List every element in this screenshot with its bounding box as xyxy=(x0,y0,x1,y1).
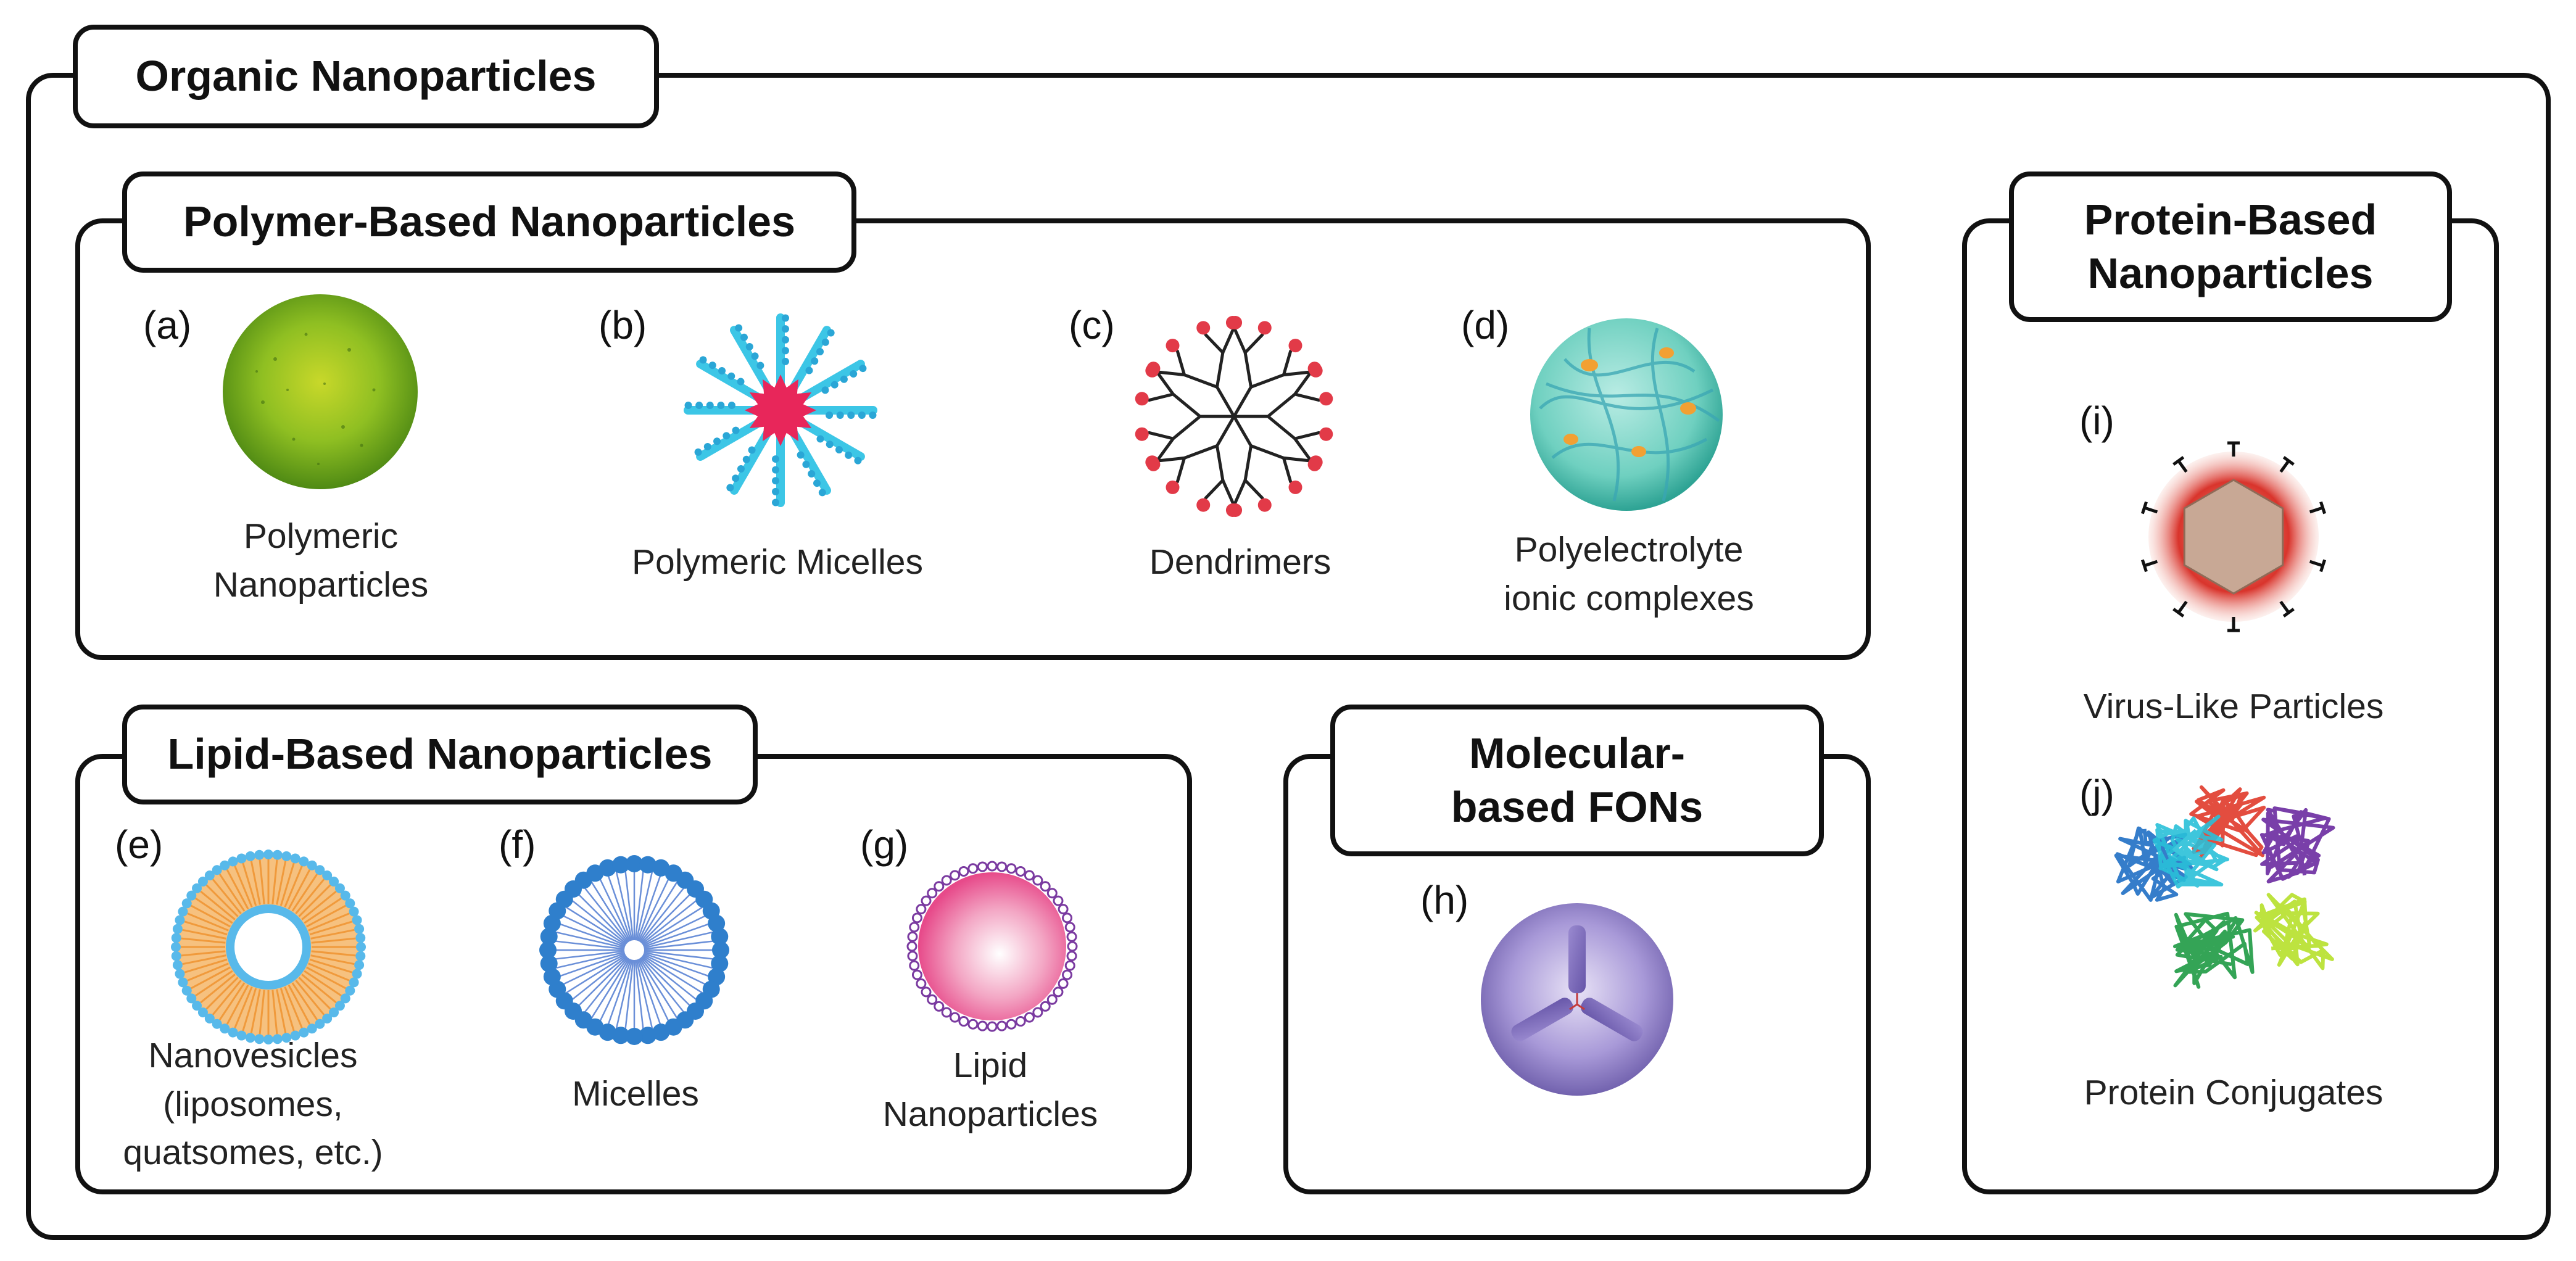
molecular-based-title: Molecular- based FONs xyxy=(1330,705,1824,856)
item-letter-f: (f) xyxy=(499,822,536,867)
green-sphere-icon xyxy=(223,294,418,489)
caption-polymeric-micelles: Polymeric Micelles xyxy=(632,542,923,582)
caption-dendrimers: Dendrimers xyxy=(1149,542,1331,582)
teal-complex-sphere-icon xyxy=(1530,318,1723,511)
antibody-sphere-icon xyxy=(1481,903,1673,1096)
item-letter-j: (j) xyxy=(2079,772,2114,816)
liposome-icon xyxy=(171,850,366,1044)
protein-based-panel xyxy=(1962,218,2499,1194)
protein-conjugate-icon xyxy=(2114,785,2335,989)
item-letter-i: (i) xyxy=(2079,399,2114,443)
protein-based-title: Protein-Based Nanoparticles xyxy=(2009,172,2452,322)
star-micelle-icon xyxy=(684,313,877,507)
caption-polyelectrolyte: Polyelectrolyte ionic complexes xyxy=(1504,530,1754,618)
item-letter-c: (c) xyxy=(1069,303,1115,347)
caption-polymeric-nanoparticles: Polymeric Nanoparticles xyxy=(213,516,429,605)
virus-like-particle-icon xyxy=(2140,441,2327,632)
caption-nanovesicles: Nanovesicles (liposomes, quatsomes, etc.… xyxy=(123,1036,383,1173)
item-letter-e: (e) xyxy=(115,822,164,867)
item-letter-b: (b) xyxy=(598,303,647,347)
caption-virus-like-particles: Virus-Like Particles xyxy=(2083,687,2384,726)
micelle-icon xyxy=(539,855,729,1045)
item-letter-g: (g) xyxy=(860,822,909,867)
lipid-based-title: Lipid-Based Nanoparticles xyxy=(122,705,758,804)
caption-protein-conjugates: Protein Conjugates xyxy=(2084,1073,2383,1112)
item-letter-h: (h) xyxy=(1420,878,1469,922)
organic-nanoparticles-title: Organic Nanoparticles xyxy=(73,25,659,128)
lipid-nanoparticle-icon xyxy=(906,861,1078,1032)
caption-micelles: Micelles xyxy=(572,1074,699,1114)
caption-lipid-nanoparticles: Lipid Nanoparticles xyxy=(882,1046,1098,1134)
item-letter-a: (a) xyxy=(143,303,192,347)
polymer-based-title: Polymer-Based Nanoparticles xyxy=(122,172,856,273)
dendrimer-icon xyxy=(1135,316,1333,517)
item-letter-d: (d) xyxy=(1461,303,1510,347)
